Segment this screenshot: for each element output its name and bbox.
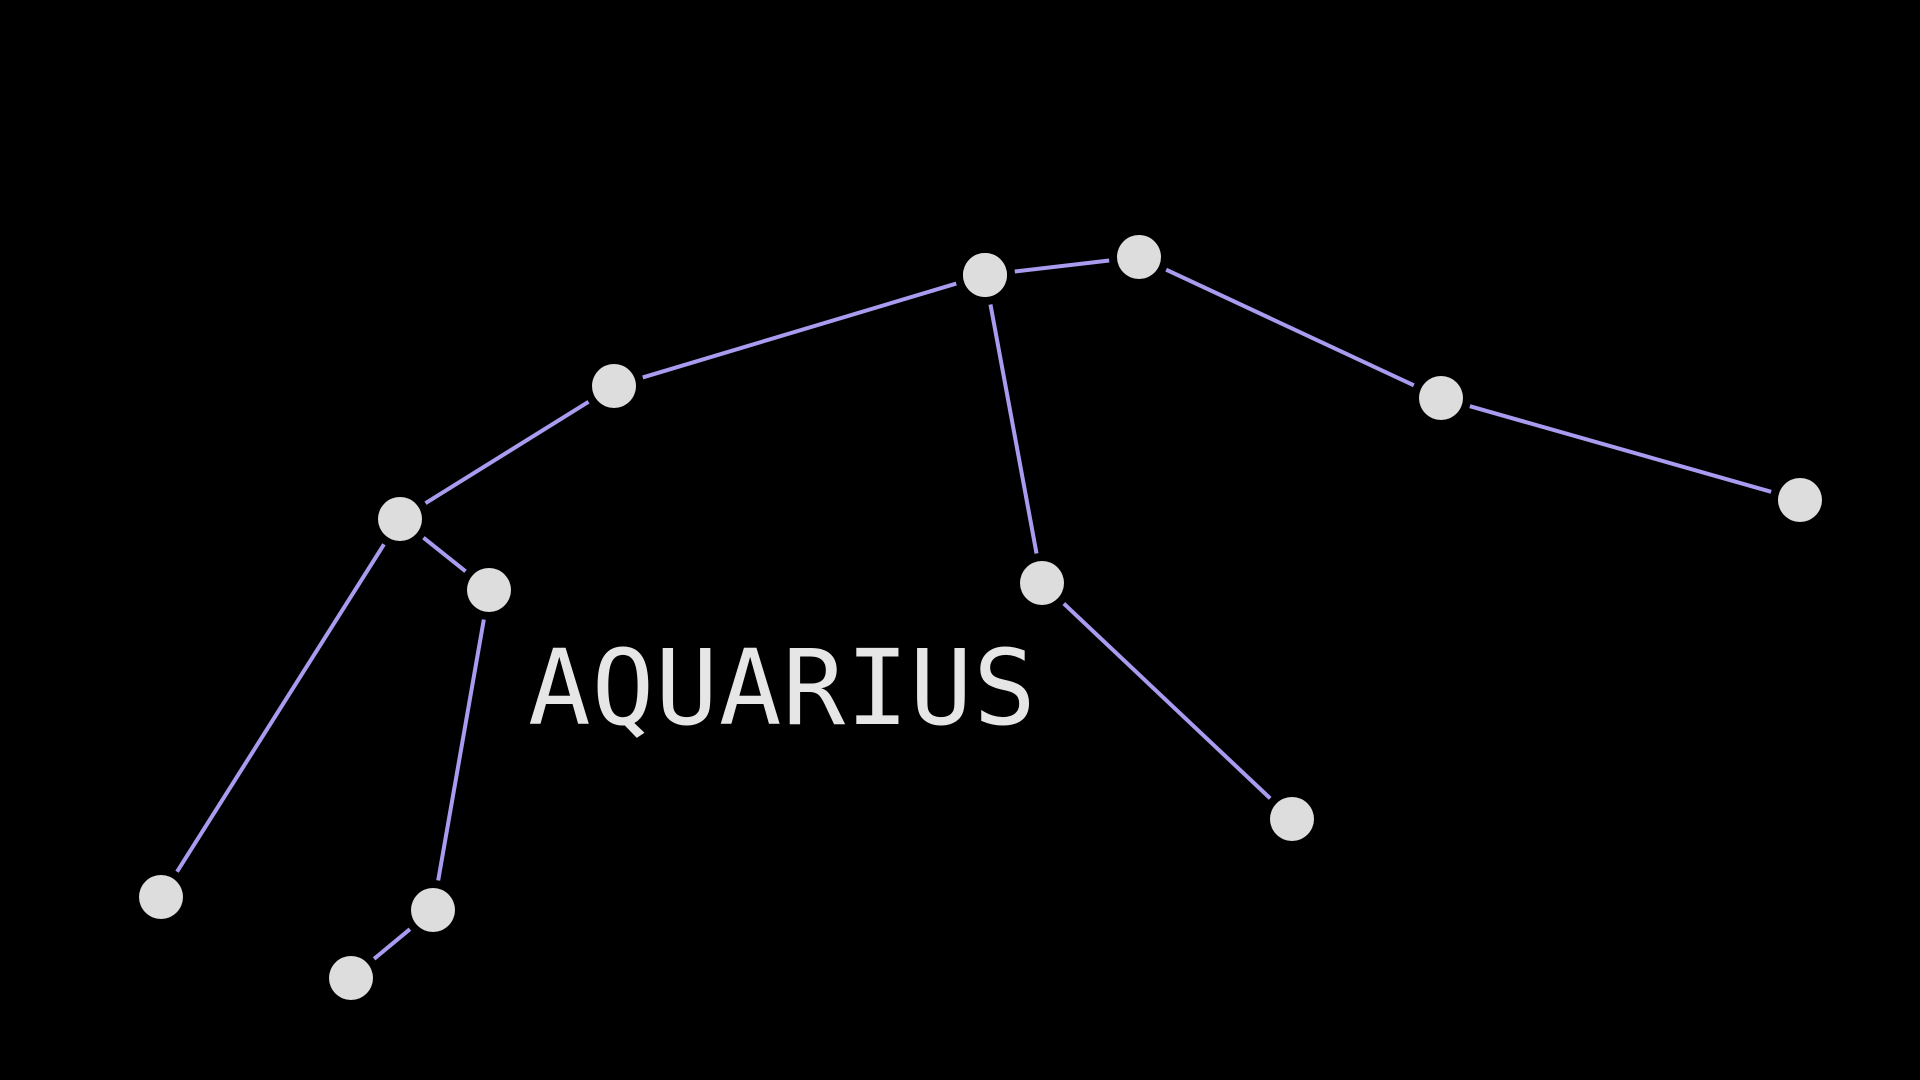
connection-line-10: [422, 536, 467, 573]
star-2: [592, 364, 636, 408]
star-1: [378, 497, 422, 541]
connection-line-2: [642, 281, 957, 380]
connection-line-4: [1014, 258, 1110, 274]
star-11: [467, 568, 511, 612]
connection-line-11: [436, 619, 486, 881]
star-9: [1270, 797, 1314, 841]
star-4: [963, 253, 1007, 297]
connection-line-7: [988, 304, 1039, 554]
star-5: [1117, 235, 1161, 279]
connection-line-9: [175, 543, 386, 873]
connection-line-8: [1062, 602, 1272, 800]
star-10: [139, 875, 183, 919]
star-12: [411, 888, 455, 932]
star-6: [1419, 376, 1463, 420]
constellation-name: AQUARIUS: [528, 627, 1037, 749]
connection-line-12: [372, 927, 412, 961]
star-7: [1778, 478, 1822, 522]
connection-line-1: [424, 400, 590, 505]
star-8: [1020, 561, 1064, 605]
connection-line-6: [1469, 404, 1772, 494]
connection-line-5: [1165, 267, 1415, 388]
star-13: [329, 956, 373, 1000]
